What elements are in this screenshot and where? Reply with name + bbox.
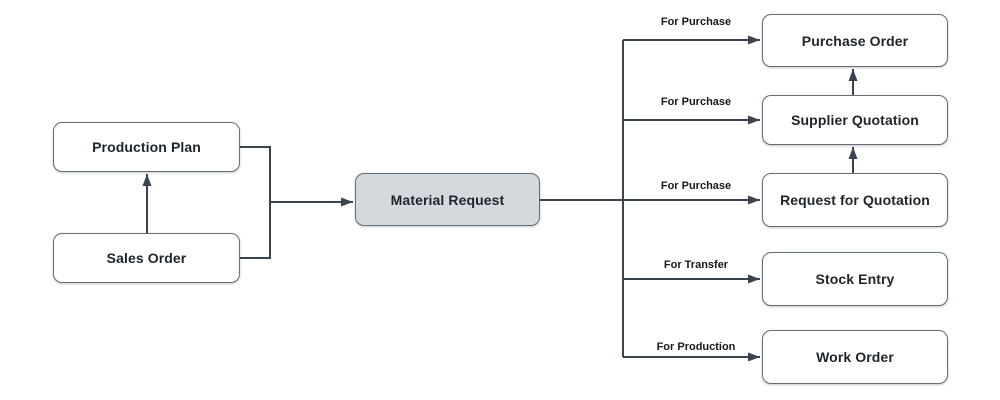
node-sales-order: Sales Order (53, 233, 240, 283)
node-work-order-label: Work Order (816, 349, 894, 365)
edge-label-for-transfer-stock-entry: For Transfer (663, 259, 729, 271)
node-request-for-quotation: Request for Quotation (762, 173, 948, 227)
node-material-request: Material Request (355, 173, 540, 226)
node-purchase-order-label: Purchase Order (801, 32, 909, 49)
node-material-request-label: Material Request (390, 191, 505, 208)
node-production-plan: Production Plan (53, 122, 240, 172)
edge-label-for-purchase-purchase-order: For Purchase (660, 16, 732, 28)
node-sales-order-label: Sales Order (106, 250, 187, 266)
node-request-for-quotation-label: Request for Quotation (780, 192, 930, 208)
node-supplier-quotation-label: Supplier Quotation (791, 112, 919, 128)
node-production-plan-label: Production Plan (92, 139, 201, 155)
node-work-order: Work Order (762, 330, 948, 384)
node-stock-entry: Stock Entry (762, 252, 948, 306)
node-purchase-order: Purchase Order (762, 14, 948, 67)
node-stock-entry-label: Stock Entry (815, 271, 895, 287)
edge-label-for-purchase-supplier-quotation: For Purchase (660, 96, 732, 108)
edge-label-for-production-work-order: For Production (656, 341, 736, 353)
edge-label-for-purchase-request-for-quotation: For Purchase (660, 180, 732, 192)
node-supplier-quotation: Supplier Quotation (762, 95, 948, 145)
